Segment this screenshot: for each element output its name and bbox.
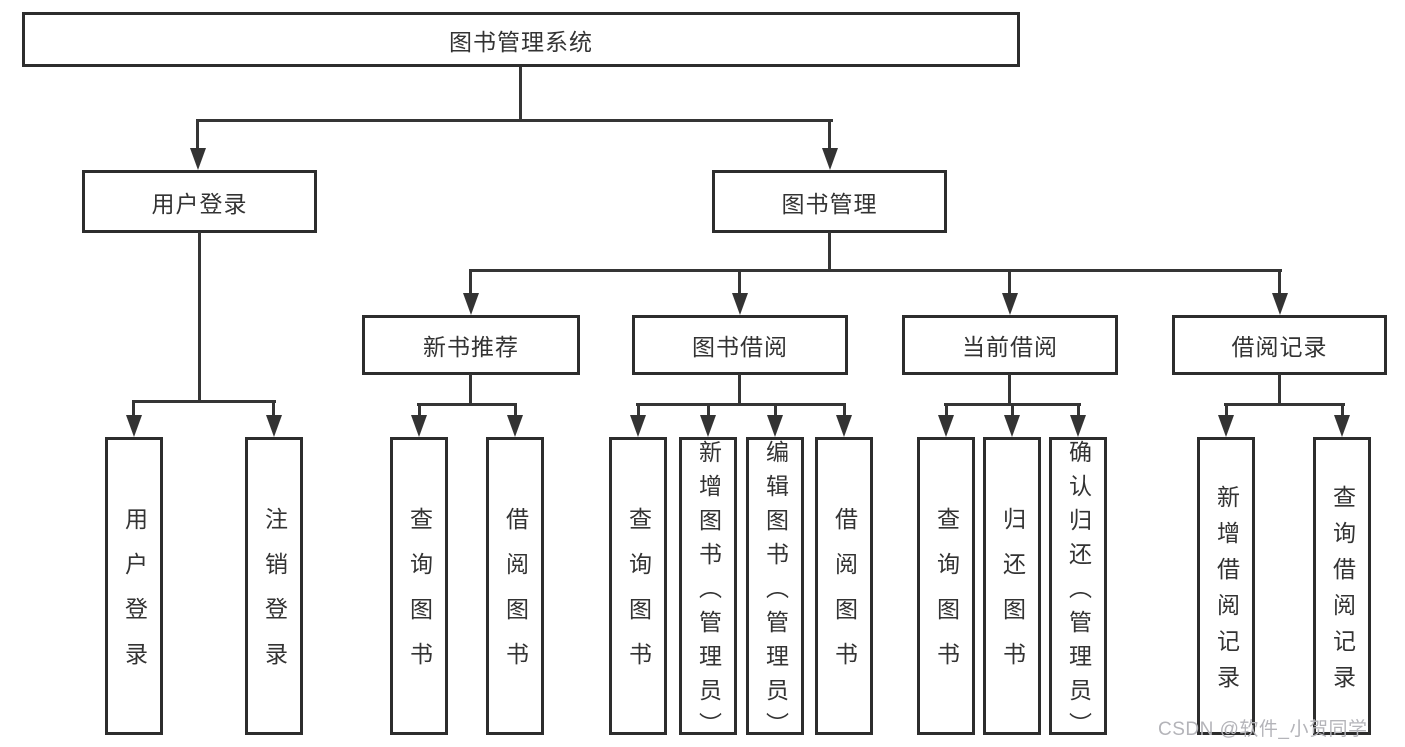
leaf-query-books-current: 查询图书: [917, 437, 975, 735]
node-label: 注销登录: [261, 507, 288, 687]
node-label: 当前借阅: [962, 334, 1058, 360]
arrow-down-icon: [1070, 415, 1086, 437]
node-user-login: 用户登录: [82, 170, 317, 233]
connector-line: [132, 400, 276, 403]
leaf-return-book: 归还图书: [983, 437, 1041, 735]
node-label: 图书管理系统: [449, 28, 593, 55]
connector-line: [469, 374, 472, 406]
node-label: 用户登录: [151, 190, 248, 217]
arrow-down-icon: [822, 148, 838, 170]
connector-line: [843, 403, 846, 417]
arrow-down-icon: [190, 148, 206, 170]
node-book-management: 图书管理: [712, 170, 947, 233]
leaf-borrow-books-recommend: 借阅图书: [486, 437, 544, 735]
connector-line: [828, 232, 831, 272]
node-label: 借阅记录: [1231, 334, 1328, 360]
node-book-borrowing: 图书借阅: [632, 315, 848, 375]
node-label: 归还图书: [999, 507, 1026, 687]
arrow-down-icon: [732, 293, 748, 315]
leaf-add-book-admin: 新增图书（管理员）: [679, 437, 737, 746]
leaf-user-login: 用户登录: [105, 437, 163, 735]
node-label: 新书推荐: [423, 334, 519, 360]
connector-line: [469, 269, 1282, 272]
node-current-borrowing: 当前借阅: [902, 315, 1118, 375]
arrow-down-icon: [463, 293, 479, 315]
node-new-book-recommendation: 新书推荐: [362, 315, 580, 375]
arrow-down-icon: [767, 415, 783, 437]
leaf-query-borrow-record: 查询借阅记录: [1313, 437, 1371, 735]
node-label: 新增借阅记录: [1213, 484, 1240, 701]
connector-line: [469, 269, 472, 296]
leaf-add-borrow-record: 新增借阅记录: [1197, 437, 1255, 735]
connector-line: [1077, 403, 1080, 417]
arrow-down-icon: [266, 415, 282, 437]
leaf-edit-book-admin: 编辑图书（管理员）: [746, 437, 804, 746]
node-library-management-system: 图书管理系统: [22, 12, 1020, 67]
csdn-watermark: CSDN @软件_小贺同学: [1158, 719, 1368, 740]
arrow-down-icon: [630, 415, 646, 437]
connector-line: [1224, 403, 1345, 406]
connector-line: [132, 400, 135, 416]
node-label: 用户登录: [121, 507, 148, 687]
connector-line: [1278, 269, 1281, 296]
connector-line: [1225, 403, 1228, 417]
arrow-down-icon: [1334, 415, 1350, 437]
node-label: 查询图书: [406, 507, 433, 687]
arrow-down-icon: [1218, 415, 1234, 437]
arrow-down-icon: [836, 415, 852, 437]
connector-line: [774, 403, 777, 417]
leaf-query-books-recommend: 查询图书: [390, 437, 448, 735]
connector-line: [1278, 374, 1281, 406]
connector-line: [196, 119, 199, 151]
arrow-down-icon: [700, 415, 716, 437]
node-borrowing-records: 借阅记录: [1172, 315, 1387, 375]
arrow-down-icon: [1272, 293, 1288, 315]
leaf-confirm-return-admin: 确认归还（管理员）: [1049, 437, 1107, 746]
arrow-down-icon: [507, 415, 523, 437]
leaf-logout-login: 注销登录: [245, 437, 303, 735]
connector-line: [1011, 403, 1014, 417]
connector-line: [828, 119, 831, 151]
connector-line: [1008, 269, 1011, 296]
connector-line: [738, 374, 741, 406]
arrow-down-icon: [938, 415, 954, 437]
connector-line: [519, 67, 522, 120]
arrow-down-icon: [126, 415, 142, 437]
node-label: 图书借阅: [692, 334, 788, 360]
connector-line: [707, 403, 710, 417]
node-label: 确认归还（管理员）: [1065, 440, 1092, 746]
node-label: 查询图书: [933, 507, 960, 687]
arrow-down-icon: [411, 415, 427, 437]
node-label: 编辑图书（管理员）: [762, 440, 789, 746]
leaf-borrow-books-borrowing: 借阅图书: [815, 437, 873, 735]
connector-line: [945, 403, 948, 417]
arrow-down-icon: [1004, 415, 1020, 437]
connector-line: [738, 269, 741, 296]
node-label: 查询借阅记录: [1329, 484, 1356, 701]
connector-line: [196, 119, 833, 122]
node-label: 图书管理: [781, 190, 878, 217]
connector-line: [636, 403, 846, 406]
arrow-down-icon: [1002, 293, 1018, 315]
node-label: 查询图书: [625, 507, 652, 687]
connector-line: [637, 403, 640, 417]
node-label: 新增图书（管理员）: [695, 440, 722, 746]
connector-line: [198, 232, 201, 402]
node-label: 借阅图书: [831, 507, 858, 687]
connector-line: [418, 403, 421, 417]
node-label: 借阅图书: [502, 507, 529, 687]
connector-line: [417, 403, 517, 406]
connector-line: [272, 400, 275, 416]
leaf-query-books-borrowing: 查询图书: [609, 437, 667, 735]
connector-line: [1008, 374, 1011, 406]
connector-line: [514, 403, 517, 417]
connector-line: [1341, 403, 1344, 417]
